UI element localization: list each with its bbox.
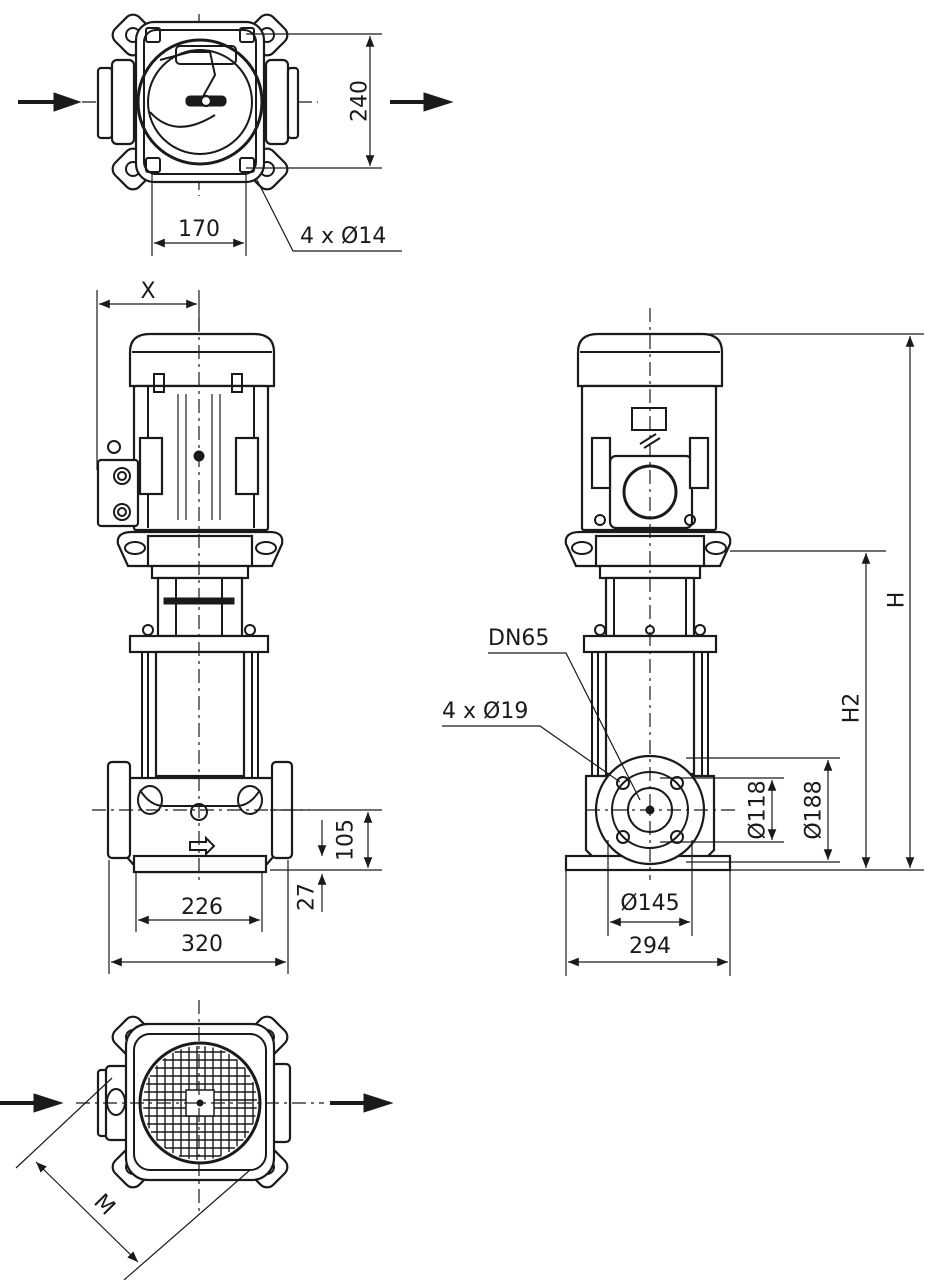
top-view [18, 13, 454, 256]
h-label: H [885, 592, 910, 609]
side-view [442, 308, 924, 976]
dim-226-label: 226 [181, 895, 223, 920]
m-label: M [88, 1189, 119, 1220]
dim-320-label: 320 [181, 932, 223, 957]
d118-label: Ø118 [746, 780, 771, 839]
inlet-arrow-icon [0, 1093, 64, 1113]
d145-label: Ø145 [620, 891, 679, 916]
dim-105-label: 105 [334, 819, 359, 861]
flange-bolt-holes [616, 776, 684, 844]
inlet-arrow-icon [18, 92, 82, 112]
bottom-view [0, 1000, 394, 1280]
dim-294-label: 294 [629, 934, 671, 959]
top-holes-label: 4 x Ø14 [300, 224, 386, 249]
flange-holes-label: 4 x Ø19 [442, 699, 528, 724]
x-label: X [140, 279, 155, 304]
front-view [92, 290, 382, 974]
h2-label: H2 [840, 693, 865, 724]
dim-27-label: 27 [295, 883, 320, 911]
outlet-arrow-icon [390, 92, 454, 112]
fan-grille-icon [138, 1041, 262, 1165]
d188-label: Ø188 [802, 780, 827, 839]
dn65-label: DN65 [488, 626, 549, 651]
outlet-arrow-icon [330, 1093, 394, 1113]
top-length-label: 170 [178, 217, 220, 242]
top-width-label: 240 [348, 80, 373, 122]
